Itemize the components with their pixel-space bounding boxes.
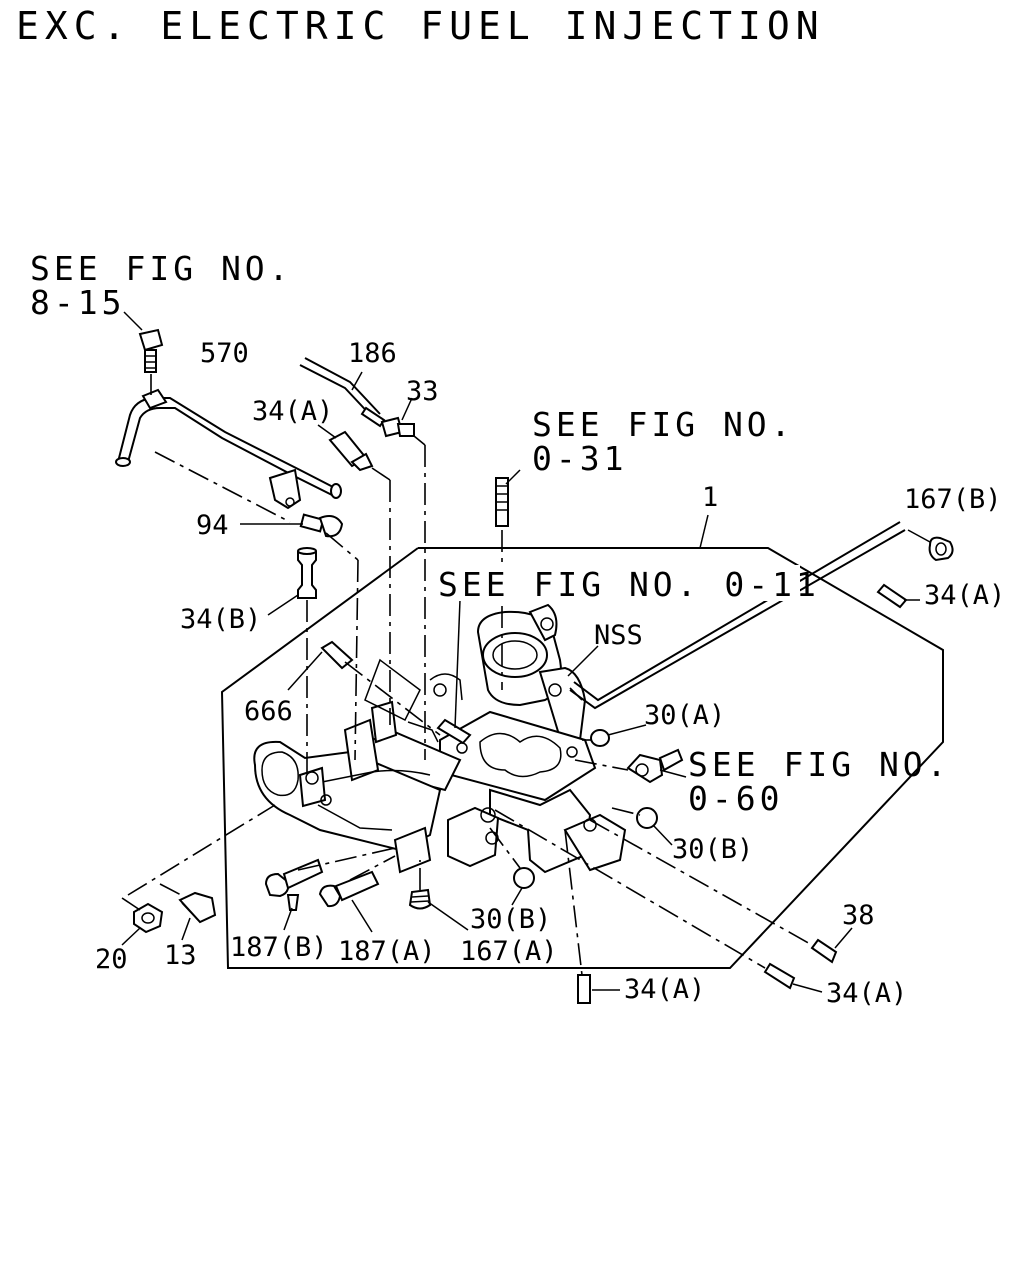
leader-167b [907,529,931,543]
hose-186 [299,357,386,428]
plug-30b-right [636,807,658,829]
label-1: 1 [702,482,718,513]
ref-fig-0-11: SEE FIG NO. 0-11 [438,565,820,604]
stud-0-11 [436,718,472,745]
label-34b: 34(B) [180,604,261,635]
sensor-0-60 [626,748,684,784]
ref-fig-0-31-line2: 0-31 [532,439,627,478]
label-94: 94 [196,510,229,541]
ref-fig-0-60-line2: 0-60 [688,779,783,818]
centerlines [121,435,813,976]
leader-30b-right [652,824,673,846]
diagram-title: EXC. ELECTRIC FUEL INJECTION [16,4,825,48]
fitting-33 [380,416,415,438]
pin-34a-lowright [763,962,796,990]
label-33: 33 [406,376,439,407]
label-30b-right: 30(B) [672,834,753,865]
pin-34a-right [876,583,908,609]
nss-wire [569,521,906,710]
ref-fig-0-11-bg [435,565,800,601]
leader-0-31 [505,469,521,485]
leader-187b [283,907,293,931]
leader-1 [699,514,709,549]
leader-34b [267,594,299,616]
label-34a-right: 34(A) [924,580,1005,611]
bolt-187a [318,870,380,908]
bolt-187b [264,858,324,911]
leader-30a [607,724,647,736]
label-34a-lowright: 34(A) [826,978,907,1009]
leader-0-60 [659,769,687,778]
cap-167a [408,888,432,910]
leader-187a [351,899,373,933]
ref-fig-8-15-line2: 8-15 [30,283,125,322]
ref-fig-0-31-line1: SEE FIG NO. [532,405,795,444]
label-20: 20 [95,944,128,975]
label-nss: NSS [594,620,643,651]
leader-666 [287,651,323,691]
label-167b: 167(B) [904,484,1002,515]
label-187b: 187(B) [230,932,328,963]
leader-0-11 [454,599,461,729]
leader-20 [121,927,141,946]
label-30a: 30(A) [644,700,725,731]
plug-30b-low [513,867,535,889]
leader-8-15 [123,311,143,331]
label-666: 666 [244,696,293,727]
leader-38 [834,927,853,949]
leader-13 [181,917,191,941]
stud-666 [320,640,354,670]
label-570: 570 [200,338,249,369]
label-34a-top: 34(A) [252,396,333,427]
fitting-34b [297,547,317,599]
label-13: 13 [164,940,197,971]
pin-34a-low [577,974,591,1004]
leader-186 [351,371,363,391]
pipe-570 [115,388,342,510]
bolt-13 [178,891,217,924]
leader-nss [567,645,599,677]
ref-fig-0-60-line1: SEE FIG NO. [688,745,951,784]
pin-38 [810,938,838,964]
leader-167a [427,901,469,931]
label-38: 38 [842,900,875,931]
throttle-body [253,603,627,874]
label-167a: 167(A) [460,936,558,967]
leader-30b-low [511,887,523,906]
stud-0-31 [495,477,509,527]
label-34a-low: 34(A) [624,974,705,1005]
nut-20 [133,902,164,934]
plug-30a [590,729,610,747]
leader-33 [401,397,413,421]
pin-34a-top [328,430,374,472]
ref-fig-8-15-line1: SEE FIG NO. [30,249,293,288]
cap-167b [928,536,954,562]
label-187a: 187(A) [338,936,436,967]
leader-34a-top [317,424,337,439]
bolt-94 [299,513,344,538]
label-186: 186 [348,338,397,369]
label-30b-low: 30(B) [470,904,551,935]
bolt-8-15 [138,328,164,373]
leader-34a-lowright [792,983,823,993]
